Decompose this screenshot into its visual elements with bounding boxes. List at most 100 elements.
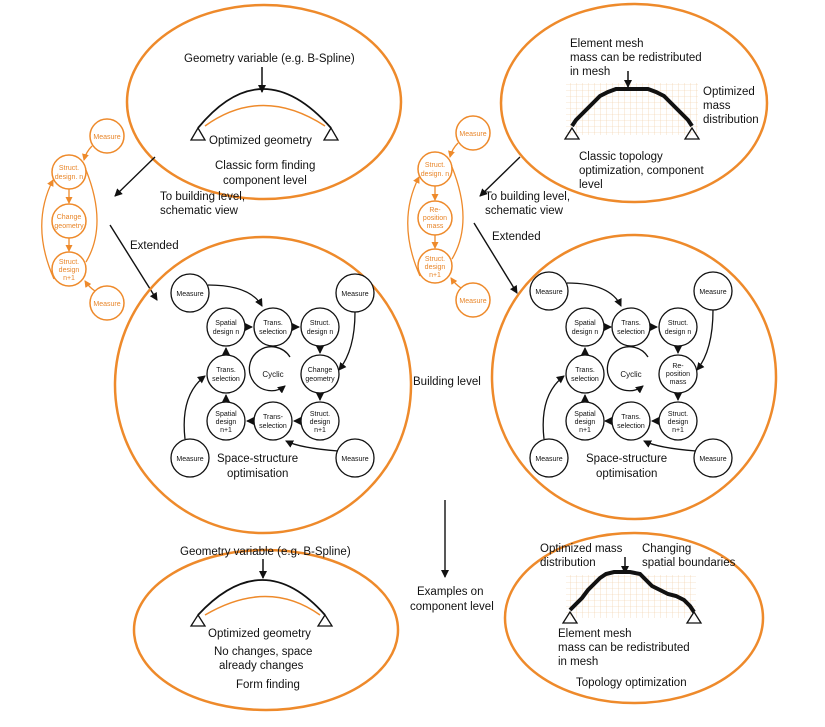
- left-node-spatial-n-l2: design n: [213, 329, 240, 336]
- left-node-trans-top: [253, 307, 293, 347]
- right-extended-arrow: [473, 222, 518, 294]
- left-to-building-label-1: To building level,: [160, 191, 245, 203]
- left-bottom-geometry-variable: Geometry variable (e.g. B-Spline): [180, 546, 351, 558]
- left-orange-loop-back: [41, 179, 55, 280]
- left-top-ellipse: [125, 3, 403, 201]
- left-to-building-arrow: [114, 156, 156, 197]
- right-top-ellipse: [499, 2, 769, 204]
- left-node-change-geometry: [300, 354, 340, 394]
- left-orange-struct-n1-l3: n+1: [63, 275, 75, 282]
- right-bottom-mass: [568, 570, 696, 614]
- right-bottom-element-mesh-3: in mesh: [558, 656, 598, 668]
- left-top-support-left: [189, 126, 207, 141]
- left-node-spatial-n1-l3: n+1: [220, 427, 232, 434]
- right-cyclic-label: Cyclic: [620, 370, 641, 379]
- right-orange-measure-top: [455, 115, 491, 151]
- right-orange-struct-n: [417, 151, 453, 187]
- right-orange-struct-n1-l3: n+1: [429, 272, 441, 279]
- left-node-struct-n-l1: Struct.: [310, 320, 330, 327]
- left-node-measure-tl: [170, 273, 210, 313]
- left-node-change-l2: geometry: [305, 376, 335, 383]
- right-node-spatial-n-l2: design n: [572, 329, 599, 336]
- right-node-struct-n: [658, 307, 698, 347]
- right-to-building-label-1: To building level,: [485, 191, 570, 203]
- left-bottom-ellipse: [132, 548, 400, 712]
- right-orange-loop-right: [451, 166, 464, 260]
- right-orange-arrow-4: [450, 277, 462, 289]
- right-big-arrows: [542, 282, 714, 452]
- right-node-trans-bottom: [611, 401, 651, 441]
- right-top-support-right: [683, 126, 701, 140]
- left-orange-struct-n-l2: design. n: [55, 174, 84, 181]
- left-bottom-caption: Form finding: [236, 679, 300, 691]
- left-node-trans-left: [206, 354, 246, 394]
- right-node-struct-n-l2: design n: [665, 329, 692, 336]
- right-node-struct-n-l1: Struct.: [668, 320, 688, 327]
- right-node-measure-br: [693, 438, 733, 478]
- left-top-arch-orange: [204, 104, 326, 127]
- left-orange-measure-bottom: [89, 285, 125, 321]
- right-node-measure-tl-label: Measure: [535, 289, 562, 296]
- left-node-trans-left-l1: Trans.: [216, 367, 236, 374]
- right-bottom-support-left: [561, 610, 579, 624]
- right-orange-struct-n1: [417, 248, 453, 284]
- right-to-building-arrow: [479, 156, 521, 197]
- right-top-caption-2: optimization, component: [579, 165, 704, 177]
- right-node-spatial-n: [565, 307, 605, 347]
- left-node-measure-tr-label: Measure: [341, 291, 368, 298]
- left-node-spatial-n-l1: Spatial: [215, 320, 237, 327]
- right-node-trans-bottom-l2: selection: [617, 423, 645, 430]
- right-node-repos-l3: mass: [670, 379, 687, 386]
- right-node-struct-n1-l2: design: [668, 419, 689, 426]
- right-orange-measure-top-label: Measure: [459, 131, 486, 138]
- right-orange-struct-n-l1: Struct.: [425, 162, 445, 169]
- right-top-caption-3: level: [579, 179, 603, 191]
- left-orange-cycle: Measure Struct. design. n Change geometr…: [41, 118, 125, 321]
- right-node-struct-n1-l3: n+1: [672, 427, 684, 434]
- left-node-change-l1: Change: [308, 367, 333, 374]
- right-orange-cycle: Measure Struct. design. n Re- position m…: [407, 115, 491, 318]
- right-bottom-ellipse: [503, 531, 765, 705]
- right-bottom-optimized-2: distribution: [540, 557, 596, 569]
- left-orange-struct-n-l1: Struct.: [59, 165, 79, 172]
- right-node-trans-top-l1: Trans.: [621, 320, 641, 327]
- left-bottom-support-right: [316, 613, 334, 627]
- right-node-measure-tl: [529, 271, 569, 311]
- left-geometry-variable-label: Geometry variable (e.g. B-Spline): [184, 53, 355, 65]
- left-orange-measure-top: [89, 118, 125, 154]
- right-top-element-mesh-3: in mesh: [570, 66, 610, 78]
- left-node-struct-n1-l1: Struct.: [310, 411, 330, 418]
- right-node-measure-bl: [529, 438, 569, 478]
- left-cyclic-arrow: [248, 346, 291, 394]
- right-big-nodes: Measure Measure Measure Measure Spatial …: [529, 271, 733, 478]
- right-bottom-changing-2: spatial boundaries: [642, 557, 736, 569]
- examples-label-1: Examples on: [417, 586, 483, 598]
- right-top-caption-1: Classic topology: [579, 151, 663, 163]
- left-bottom-arch-orange: [204, 595, 321, 616]
- left-node-trans-bottom-l1: Trans-: [263, 414, 284, 421]
- left-node-struct-n1-l3: n+1: [314, 427, 326, 434]
- right-top-element-mesh-1: Element mesh: [570, 38, 644, 50]
- right-orange-struct-n1-l1: Struct.: [425, 256, 445, 263]
- left-extended-label: Extended: [130, 240, 179, 252]
- right-extended-label: Extended: [492, 231, 541, 243]
- left-orange-change-geometry: [51, 203, 87, 239]
- right-node-spatial-n1-l3: n+1: [579, 427, 591, 434]
- right-orange-loop-back: [407, 176, 421, 277]
- left-cyclic-label: Cyclic: [262, 370, 283, 379]
- right-top-optimized-2: mass: [703, 100, 731, 112]
- right-orange-measure-bottom-label: Measure: [459, 298, 486, 305]
- right-orange-repos-l1: Re-: [429, 207, 441, 214]
- right-to-building-label-2: schematic view: [485, 205, 564, 217]
- left-node-spatial-n1-l2: design: [216, 419, 237, 426]
- left-orange-change-l1: Change: [57, 214, 82, 221]
- right-bottom-support-right: [685, 610, 703, 624]
- right-node-measure-br-label: Measure: [699, 456, 726, 463]
- left-orange-struct-n1-l2: design: [59, 267, 80, 274]
- left-top-support-right: [322, 126, 340, 141]
- left-node-trans-top-l2: selection: [259, 329, 287, 336]
- left-orange-change-l2: geometry: [54, 223, 84, 230]
- left-orange-loop-right: [85, 169, 98, 263]
- left-node-trans-bottom: [253, 401, 293, 441]
